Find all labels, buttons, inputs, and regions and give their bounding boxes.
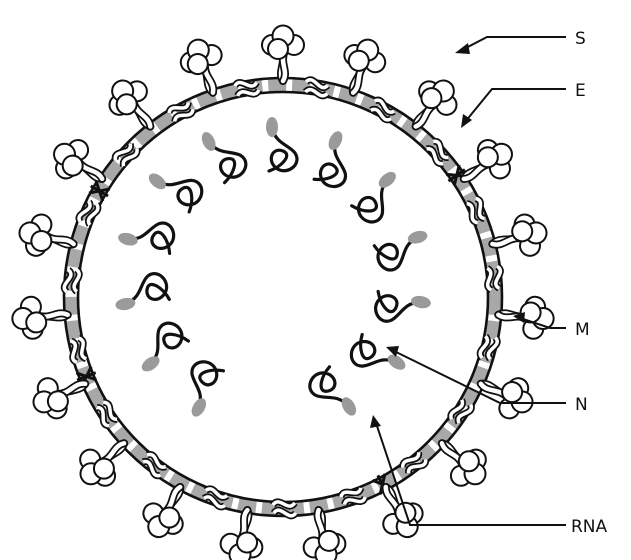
spike-protein <box>262 26 304 82</box>
rna-loop-with-n-protein <box>350 169 411 227</box>
rna-loop-with-n-protein <box>172 357 226 419</box>
label-n: N <box>575 395 588 415</box>
rna-loop-with-n-protein <box>374 229 434 273</box>
nucleocapsid-rna <box>111 117 433 428</box>
arrowhead-s <box>455 43 470 54</box>
spike-protein <box>11 294 70 340</box>
arrowhead-rna <box>370 415 381 428</box>
membrane-protein <box>78 200 100 227</box>
spike-protein <box>497 294 556 340</box>
rna-loop-with-n-protein <box>111 272 170 312</box>
envelope-proteins <box>75 164 469 496</box>
rna-loop-with-n-protein <box>373 288 432 328</box>
membrane-protein <box>273 502 296 516</box>
spike-protein <box>100 70 167 140</box>
rna-loop-with-n-protein <box>128 318 190 374</box>
rna-loop-with-n-protein <box>311 129 362 191</box>
rna-loop-with-n-protein <box>199 122 250 184</box>
spike-proteins <box>11 26 556 560</box>
spike-protein <box>367 477 430 546</box>
label-e: E <box>575 81 586 101</box>
membrane-protein <box>68 337 87 363</box>
label-m: M <box>575 320 590 340</box>
leader-e <box>465 89 566 122</box>
membrane-protein <box>479 335 498 361</box>
spike-protein <box>135 477 198 546</box>
rna-loop-with-n-protein <box>117 212 177 256</box>
label-s: S <box>575 29 586 49</box>
rna-loop-with-n-protein <box>266 117 297 171</box>
membrane-protein <box>202 488 228 509</box>
rna-loop-with-n-protein <box>305 365 359 427</box>
label-rna: RNA <box>571 517 608 537</box>
leader-s <box>462 37 566 50</box>
rna-loop-with-n-protein <box>346 332 408 388</box>
rna-loop-with-n-protein <box>146 156 207 214</box>
